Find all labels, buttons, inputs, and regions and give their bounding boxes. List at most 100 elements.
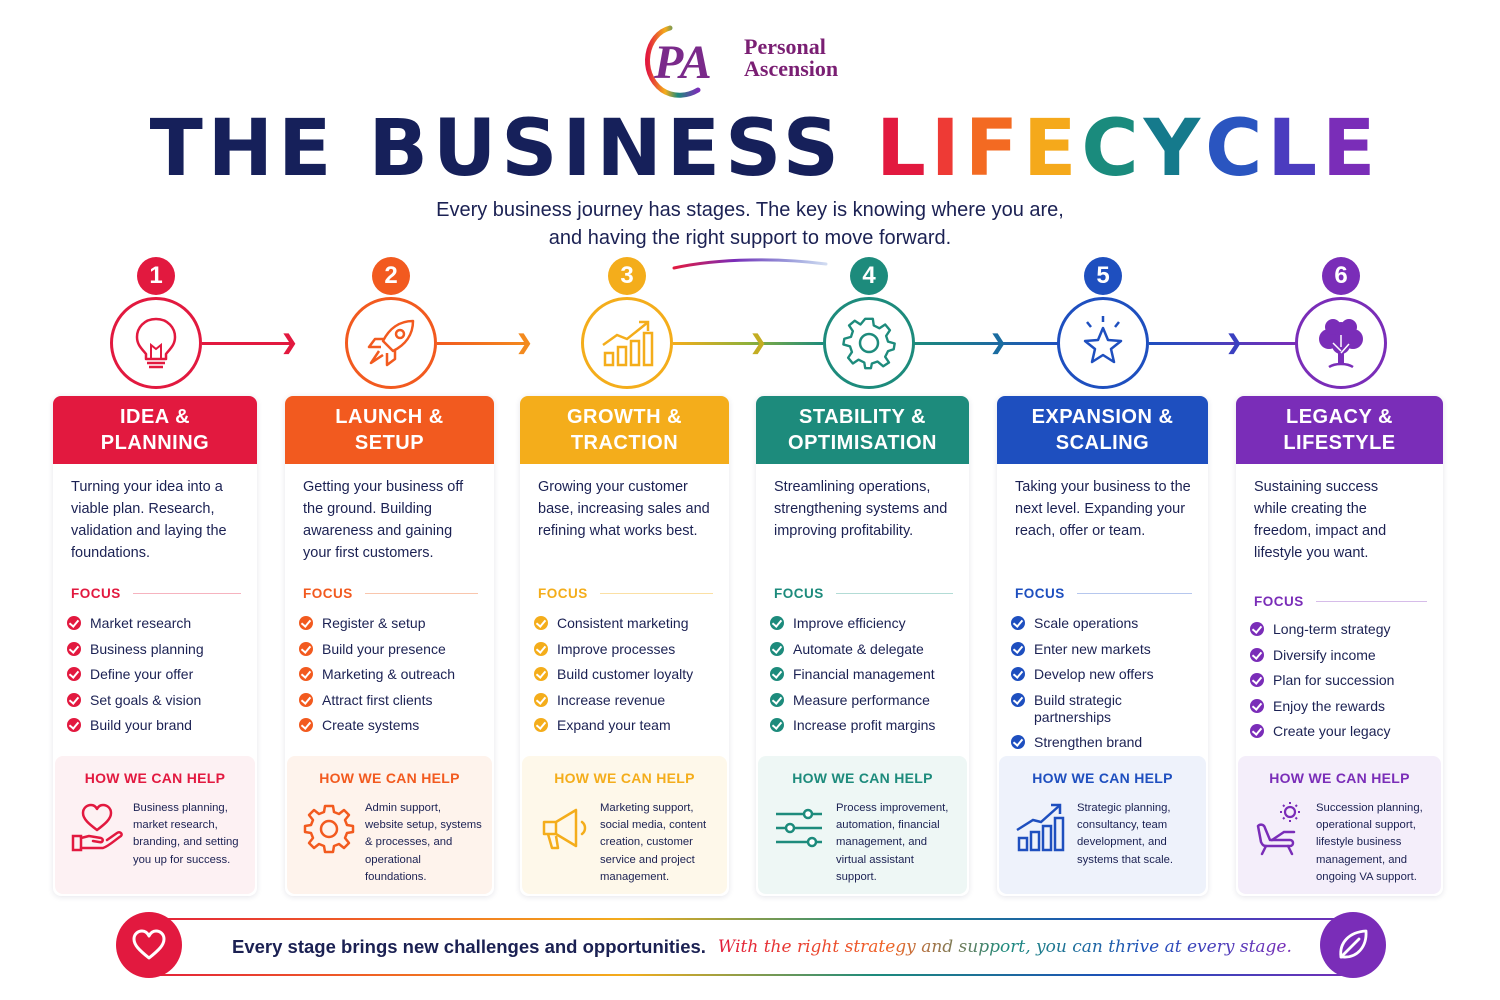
page-subtitle: Every business journey has stages. The k… [300,196,1200,252]
list-item: Increase revenue [534,692,719,709]
check-icon [1011,692,1025,707]
check-icon [534,718,548,732]
check-icon [67,718,81,732]
tree-icon [1319,319,1363,369]
check-icon [299,667,313,681]
stage-4-number-badge: 4 [850,257,888,295]
check-icon [299,641,313,656]
check-icon [1011,616,1025,630]
help-text: Process improvement, automation, financi… [836,802,949,883]
focus-label: FOCUS [1015,586,1065,601]
list-item: Register & setup [299,615,484,632]
check-icon [534,616,548,630]
help-title: HOW WE CAN HELP [84,770,226,786]
list-item: Expand your team [534,717,719,734]
title-letter: L [1267,104,1323,194]
list-item: Build strategic partnerships [1011,692,1141,726]
heart-icon [132,929,166,960]
stage-2-focus-heading: FOCUS [303,586,478,601]
list-item: Marketing & outreach [299,666,484,683]
stage-2-title-line2: SETUP [354,432,425,454]
help-text: Succession planning, operational support… [1316,802,1423,883]
list-item: Create your legacy [1250,723,1433,740]
stage-5-title-line2: SCALING [1055,432,1150,454]
page-title: THE BUSINESS LIFECYCLE [0,104,1500,194]
stage-1-header: IDEA &PLANNING [53,396,257,464]
stage-2-description: Getting your business off the ground. Bu… [303,479,464,561]
stage-3-focus-list: Consistent marketing Improve processes B… [534,615,719,743]
focus-divider [364,593,478,594]
stage-4-title-line2: OPTIMISATION [788,432,937,454]
list-item: Improve efficiency [770,615,959,632]
list-item: Consistent marketing [534,615,719,632]
stage-6-description: Sustaining success while creating the fr… [1254,479,1387,561]
help-text: Strategic planning, consultancy, team de… [1077,802,1174,866]
list-item: Long-term strategy [1250,621,1433,638]
list-item: Financial management [770,666,959,683]
footer-leaf-badge [1320,912,1386,978]
check-icon [534,667,548,681]
stage-2-title-line1: LAUNCH & [335,406,444,428]
stage-4-icon-ring [823,297,915,389]
stage-6-title-line2: LIFESTYLE [1283,432,1396,454]
stage-3-title-line1: GROWTH & [566,406,683,428]
list-item: Improve processes [534,641,719,658]
stage-2-focus-list: Register & setup Build your presence Mar… [299,615,484,743]
title-letter: E [1322,104,1381,194]
footer-strong-text: Every stage brings new challenges and op… [232,936,706,957]
list-item: Market research [67,615,247,632]
title-letter: C [1205,104,1268,194]
list-item: Build your brand [67,717,247,734]
check-icon [770,641,784,656]
stage-6-focus-heading: FOCUS [1254,594,1427,609]
stage-3-description: Growing your customer base, increasing s… [538,479,710,539]
stage-3-icon-ring [581,297,673,389]
focus-label: FOCUS [1254,594,1304,609]
stage-2-header: LAUNCH & SETUP [285,396,494,464]
list-item: Build your presence [299,641,484,658]
list-item: Automate & delegate [770,641,959,658]
heart-hand-icon [71,803,123,852]
stage-3-header: GROWTH &TRACTION [520,396,729,464]
check-icon [1011,667,1025,681]
stage-card-growth-traction: GROWTH &TRACTION Growing your customer b… [520,396,729,896]
connector-2-3 [437,342,527,345]
leaf-icon [1339,929,1368,959]
help-title: HOW WE CAN HELP [1269,770,1410,786]
megaphone-icon [542,808,587,850]
stage-2-number-badge: 2 [372,257,410,295]
stage-1-focus-list: Market research Business planning Define… [67,615,247,743]
subtitle-line1: Every business journey has stages. The k… [436,199,1064,221]
check-icon [299,616,313,630]
sliders-icon [776,808,822,848]
stage-6-title-line1: LEGACY & [1286,406,1393,428]
stage-2-help-box: HOW WE CAN HELP Admin support, website s… [287,756,492,894]
check-icon [770,692,784,707]
list-item: Enter new markets [1011,641,1198,658]
focus-divider [1315,601,1427,602]
brand-name-line1: Personal [744,34,826,59]
stage-1-number-badge: 1 [137,257,175,295]
check-icon [534,641,548,656]
stage-4-focus-heading: FOCUS [774,586,953,601]
connector-4-5 [914,342,1060,345]
stage-6-header: LEGACY & LIFESTYLE [1236,396,1443,464]
focus-label: FOCUS [538,586,588,601]
list-item: Attract first clients [299,692,484,709]
brand-name-line2: Ascension [744,56,839,81]
stage-4-title-line1: STABILITY & [799,406,926,428]
lightbulb-icon [135,317,177,369]
title-part1: THE BUSINESS [149,104,844,194]
brand-monogram-text: PA [653,36,712,89]
stage-1-title-line2: PLANNING [100,432,210,454]
connector-5-6 [1149,342,1297,345]
stage-5-focus-heading: FOCUS [1015,586,1192,601]
stage-5-header: EXPANSION &SCALING [997,396,1208,464]
check-icon [299,718,313,732]
check-icon [299,692,313,707]
list-item: Business planning [67,641,247,658]
stage-5-help-box: HOW WE CAN HELP Strategic planning, cons… [999,756,1206,894]
help-text: Admin support, website setup, systems & … [365,802,482,883]
stage-card-legacy-lifestyle: LEGACY & LIFESTYLE Sustaining success whi… [1236,396,1443,896]
help-title: HOW WE CAN HELP [792,770,933,786]
